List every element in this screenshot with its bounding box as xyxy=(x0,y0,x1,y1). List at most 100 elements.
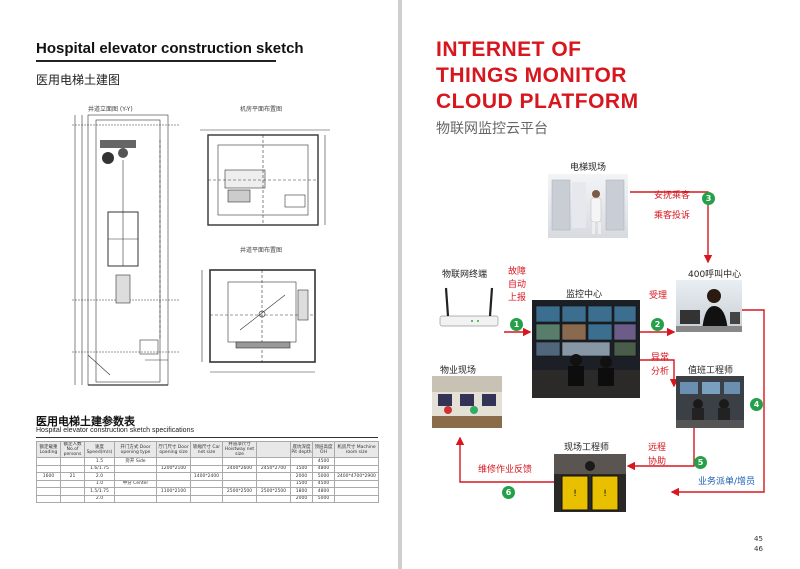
step-badge-4: 4 xyxy=(750,398,763,411)
table-cell: 1800 xyxy=(290,487,313,496)
table-cell xyxy=(156,494,191,503)
table-cell xyxy=(36,494,61,503)
table-cell xyxy=(190,457,223,466)
svg-text:!: ! xyxy=(603,489,607,499)
table-cell: 5000 xyxy=(312,494,335,503)
table-cell: 1.5/1.75 xyxy=(84,487,115,496)
platform-title-line1: INTERNET OF xyxy=(436,38,582,61)
table-cell xyxy=(36,464,61,473)
book-gutter xyxy=(398,0,402,569)
step-badge-2: 2 xyxy=(651,318,664,331)
node-iot-terminal-label: 物联网终端 xyxy=(442,270,488,280)
table-cell: 5000 xyxy=(312,472,335,481)
table-cell xyxy=(256,457,291,466)
col-oh: 顶层高度 OH xyxy=(312,441,335,458)
table-cell: 4500 xyxy=(312,479,335,488)
duty-engineer-photo xyxy=(676,376,744,428)
table-cell xyxy=(334,494,379,503)
table-cell xyxy=(60,494,85,503)
col-machine-room: 机房尺寸 Machine room size xyxy=(334,441,379,458)
table-cell: 2500*2500 xyxy=(222,487,257,496)
table-cell: 4800 xyxy=(312,487,335,496)
page-number-46: 46 xyxy=(754,545,763,553)
spec-table: 额定载重 Loading 额定人数 No.of persons 速度 Speed… xyxy=(36,441,379,503)
analysis-label: 分析 xyxy=(651,367,670,377)
shaft-elevation-drawing xyxy=(72,114,180,386)
page-number-45: 45 xyxy=(754,535,763,543)
node-field-engineer-label: 现场工程师 xyxy=(564,443,610,453)
platform-title-line2: THINGS MONITOR xyxy=(436,64,627,87)
table-cell xyxy=(114,494,157,503)
shaft-plan-drawing xyxy=(201,269,316,373)
table-cell xyxy=(334,479,379,488)
col-car-size: 轿厢尺寸 Car net size xyxy=(190,441,223,458)
table-cell xyxy=(114,464,157,473)
table-cell: 2.0 xyxy=(84,472,115,481)
node-elevator-site-label: 电梯现场 xyxy=(570,163,607,173)
table-cell: 1600 xyxy=(36,472,61,481)
remote-label: 远程 xyxy=(648,443,667,453)
table-cell xyxy=(114,487,157,496)
col-persons: 额定人数 No.of persons xyxy=(60,441,85,458)
table-cell: 21 xyxy=(60,472,85,481)
table-cell xyxy=(222,494,257,503)
table-cell: 中分 Center xyxy=(114,479,157,488)
platform-subtitle: 物联网监控云平台 xyxy=(436,121,548,137)
step-badge-3: 3 xyxy=(702,192,715,205)
table-cell xyxy=(156,472,191,481)
table-cell xyxy=(190,487,223,496)
svg-text:!: ! xyxy=(573,489,577,499)
table-cell: 1.5 xyxy=(84,457,115,466)
table-cell: 旁开 Side xyxy=(114,457,157,466)
table-cell: 1500 xyxy=(290,464,313,473)
col-speed: 速度 Speed(m/s) xyxy=(84,441,115,458)
arrow-monitor-to-duty xyxy=(640,359,679,388)
table-cell: 4800 xyxy=(312,464,335,473)
table-cell: 2000 xyxy=(290,494,313,503)
spec-table-title: 医用电梯土建参数表 xyxy=(36,415,135,428)
iot-terminal-photo xyxy=(432,280,504,332)
table-cell: 2450*2700 xyxy=(256,464,291,473)
table-cell xyxy=(156,457,191,466)
table-cell xyxy=(290,457,313,466)
table-cell xyxy=(60,457,85,466)
table-cell xyxy=(222,457,257,466)
step-badge-6: 6 xyxy=(502,486,515,499)
report-label: 上报 xyxy=(508,293,527,303)
fault-label: 故障 xyxy=(508,267,527,277)
table-cell xyxy=(190,479,223,488)
table-cell: 1100*2100 xyxy=(156,487,191,496)
platform-title-line3: CLOUD PLATFORM xyxy=(436,90,639,113)
table-cell xyxy=(190,464,223,473)
table-cell xyxy=(36,487,61,496)
step-badge-1: 1 xyxy=(510,318,523,331)
col-hoistway-2 xyxy=(256,441,291,458)
table-cell: 2500*2500 xyxy=(256,487,291,496)
table-cell xyxy=(256,472,291,481)
spec-table-header: 额定载重 Loading 额定人数 No.of persons 速度 Speed… xyxy=(36,441,379,458)
table-cell: 2.0 xyxy=(84,494,115,503)
spec-divider xyxy=(36,437,378,438)
table-cell xyxy=(334,464,379,473)
arrow-duty-to-field xyxy=(626,428,695,471)
node-call-center-label: 400呼叫中心 xyxy=(688,270,742,280)
table-cell: 1200*2100 xyxy=(156,464,191,473)
table-cell xyxy=(60,479,85,488)
field-engineer-photo: ! ! xyxy=(554,454,626,512)
table-cell xyxy=(60,464,85,473)
comfort-label: 安抚乘客 xyxy=(654,191,691,201)
maintenance-feedback-label: 维修作业反馈 xyxy=(478,465,533,475)
col-hoistway: 井道净尺寸 Hoistway net size xyxy=(222,441,257,458)
table-cell: 1400*2400 xyxy=(190,472,223,481)
table-cell: 2000 xyxy=(290,472,313,481)
table-cell: 2400*4700*2900 xyxy=(334,472,379,481)
table-cell xyxy=(334,487,379,496)
call-center-photo xyxy=(676,280,742,332)
assist-label: 协助 xyxy=(648,457,667,467)
col-door-type: 开门方式 Door opening type xyxy=(114,441,157,458)
abnormal-label: 异常 xyxy=(651,353,670,363)
